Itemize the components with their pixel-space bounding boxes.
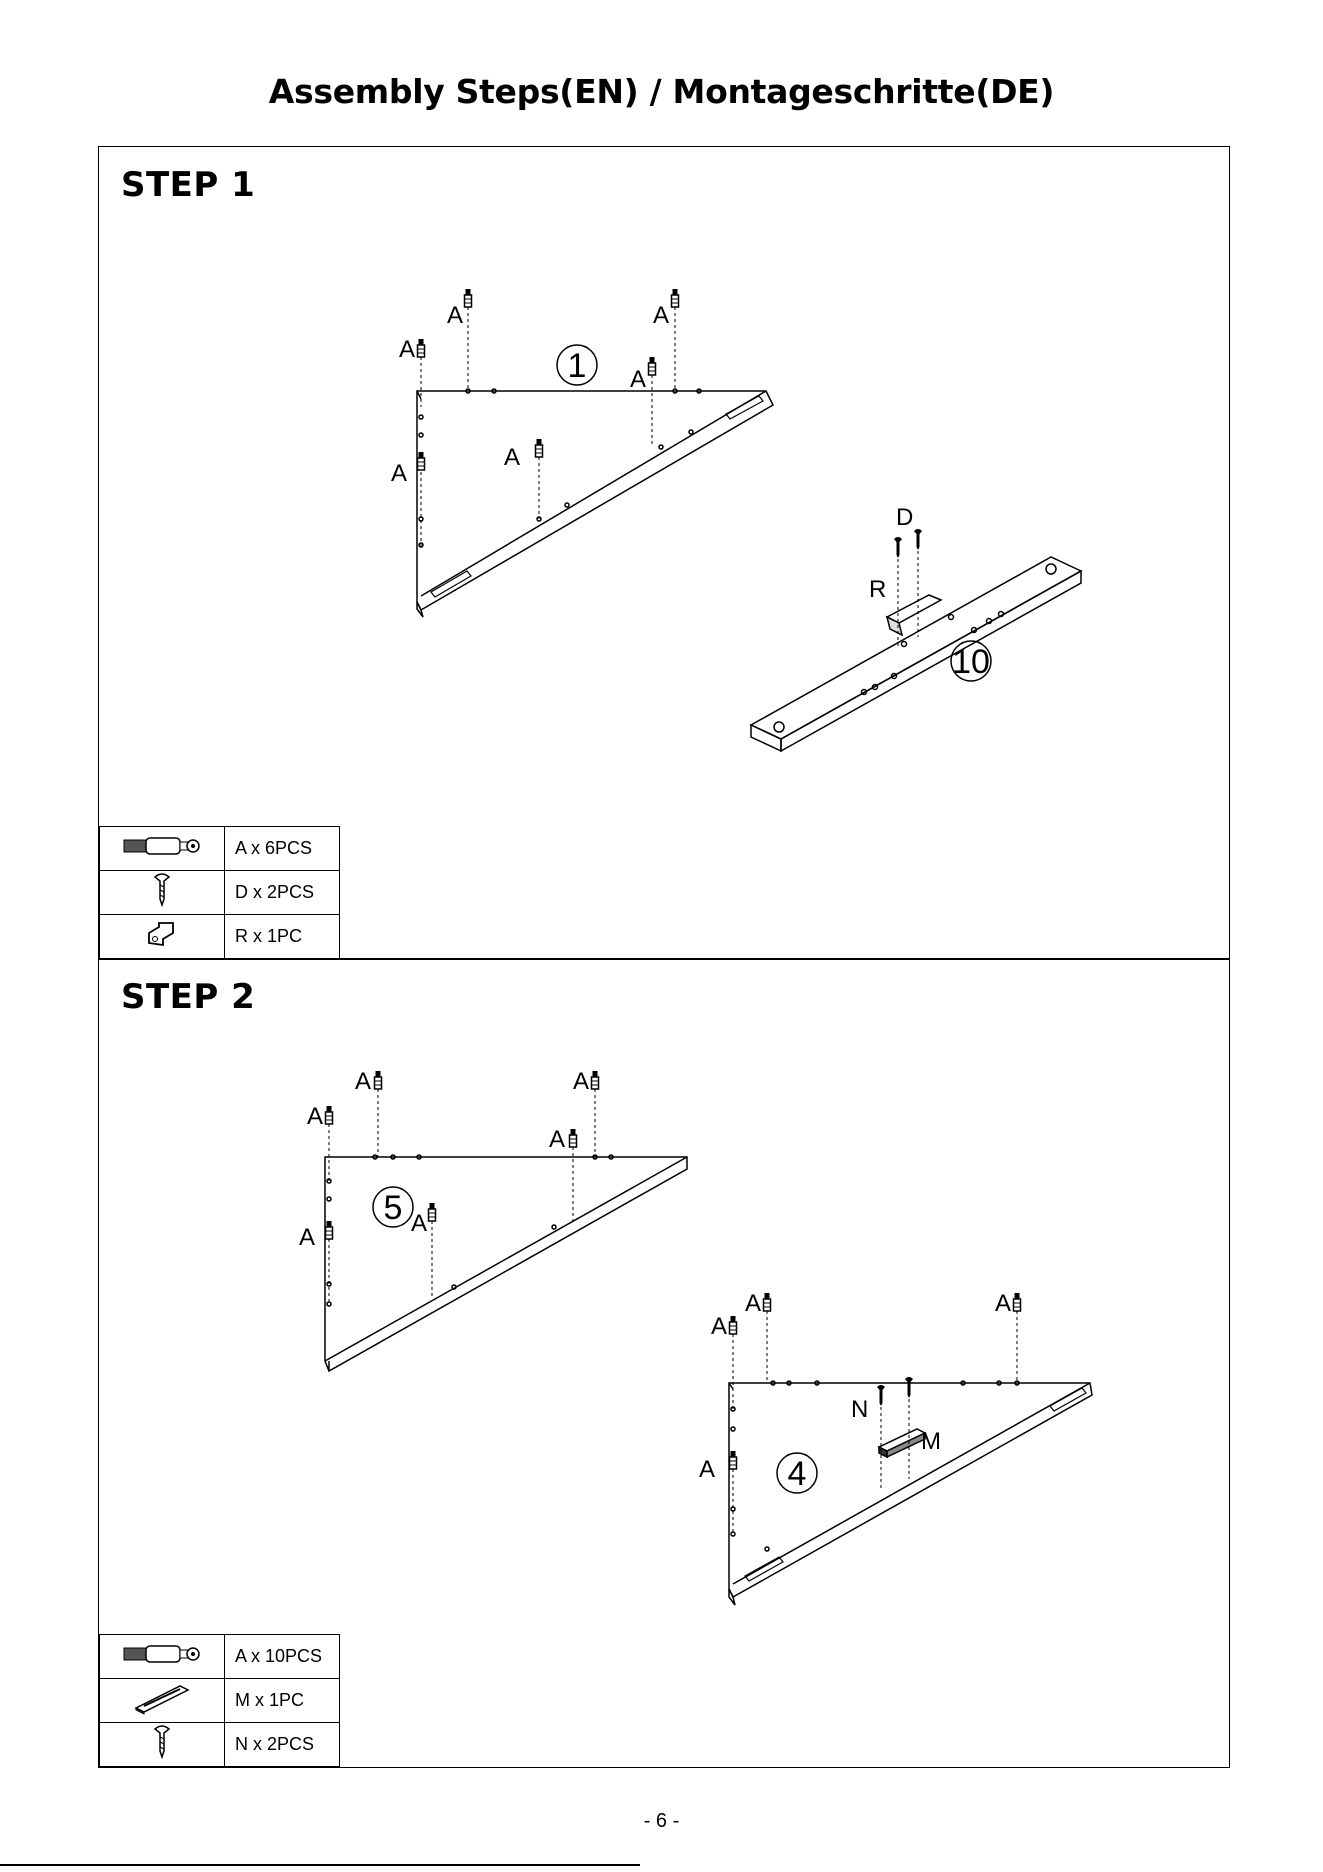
label-a: A — [630, 366, 646, 393]
part-quantity: A x 6PCS — [225, 827, 340, 871]
panel-5-drawing — [325, 1155, 687, 1371]
label-d: D — [896, 504, 913, 531]
bracket-r-drawing — [887, 595, 941, 635]
magnet-catch-icon — [100, 1679, 225, 1723]
cam-bolt-markers-step1 — [421, 307, 675, 547]
step-2-parts-table: A x 10PCS M x 1PC N x 2PCS — [99, 1634, 340, 1767]
part-number-4: 4 — [788, 1455, 807, 1493]
part-quantity: D x 2PCS — [225, 871, 340, 915]
panel-1-drawing — [417, 389, 773, 617]
label-a: A — [995, 1290, 1011, 1317]
label-a: A — [411, 1210, 427, 1237]
label-a: A — [549, 1126, 565, 1153]
label-a: A — [355, 1068, 371, 1095]
label-a: A — [504, 444, 520, 471]
page-number: - 6 - — [0, 1810, 1323, 1833]
label-a: A — [745, 1290, 761, 1317]
screw-icon — [100, 1723, 225, 1767]
step-1-parts-table: A x 6PCS D x 2PCS R x 1PC — [99, 826, 340, 959]
panel-4-drawing — [729, 1381, 1092, 1605]
label-a: A — [653, 302, 669, 329]
part-quantity: R x 1PC — [225, 915, 340, 959]
parts-row: D x 2PCS — [100, 871, 340, 915]
beam-10-drawing — [751, 557, 1081, 751]
part-number-5: 5 — [384, 1189, 403, 1227]
footer-rule — [0, 1864, 640, 1866]
page-title: Assembly Steps(EN) / Montageschritte(DE) — [0, 72, 1323, 111]
part-quantity: M x 1PC — [225, 1679, 340, 1723]
parts-row: A x 10PCS — [100, 1635, 340, 1679]
parts-row: N x 2PCS — [100, 1723, 340, 1767]
cam-bolt-icon — [100, 1635, 225, 1679]
screw-icon — [100, 871, 225, 915]
parts-row: R x 1PC — [100, 915, 340, 959]
parts-row: A x 6PCS — [100, 827, 340, 871]
bracket-icon — [100, 915, 225, 959]
part-quantity: A x 10PCS — [225, 1635, 340, 1679]
part-number-10: 10 — [952, 643, 990, 681]
step-1-panel: STEP 1 — [98, 146, 1230, 960]
step-2-panel: STEP 2 — [98, 958, 1230, 1768]
label-a: A — [573, 1068, 589, 1095]
label-m: M — [921, 1428, 941, 1455]
part-number-1: 1 — [568, 347, 587, 385]
label-a: A — [699, 1456, 715, 1483]
label-a: A — [711, 1313, 727, 1340]
label-a: A — [447, 302, 463, 329]
label-a: A — [307, 1103, 323, 1130]
label-a: A — [391, 460, 407, 487]
label-a: A — [399, 336, 415, 363]
label-n: N — [851, 1396, 868, 1423]
label-r: R — [869, 576, 886, 603]
parts-row: M x 1PC — [100, 1679, 340, 1723]
magnet-m-drawing — [879, 1429, 925, 1457]
cam-bolt-icon — [100, 827, 225, 871]
part-quantity: N x 2PCS — [225, 1723, 340, 1767]
label-a: A — [299, 1224, 315, 1251]
